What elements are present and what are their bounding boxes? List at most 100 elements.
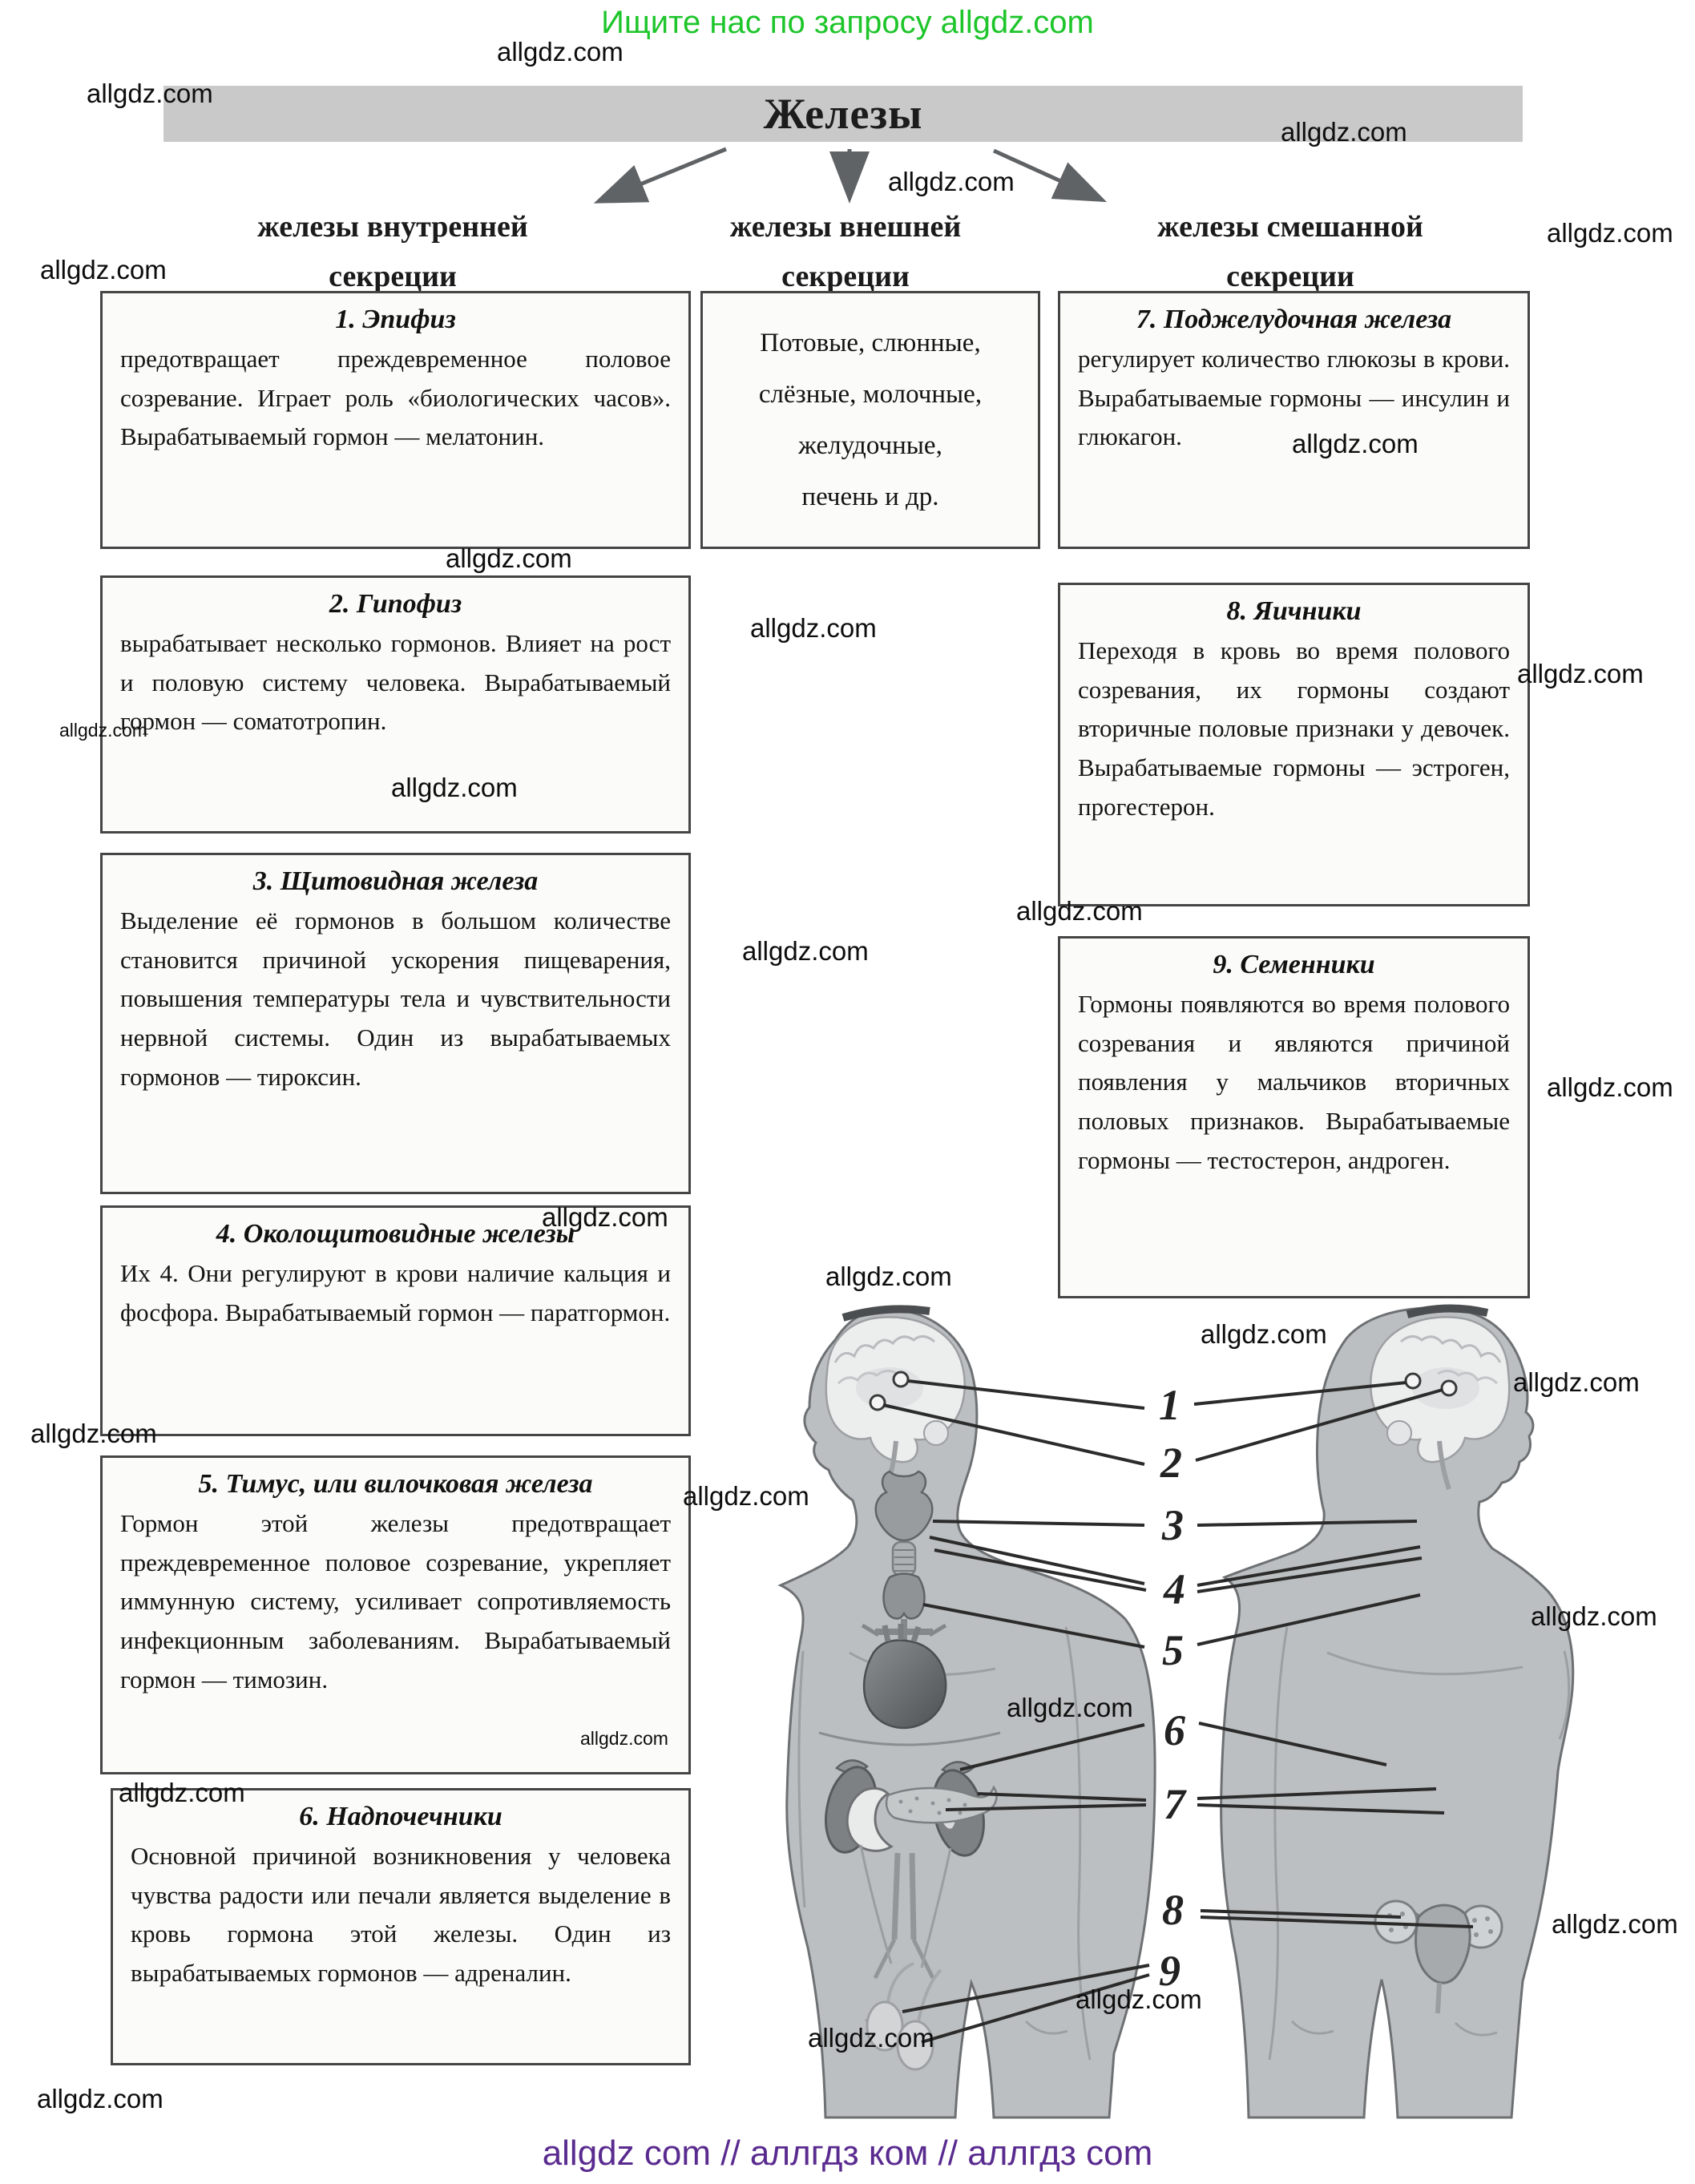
- branch-header-mixed: железы смешанной секреции: [1050, 202, 1531, 301]
- figure-label-8: 8: [1162, 1886, 1184, 1934]
- box-testes-title: 9. Семенники: [1213, 950, 1375, 979]
- abdominal-vessels-illustration: [859, 1844, 952, 1980]
- box-thyroid-text: Выделение её гормонов в большом количест…: [120, 906, 671, 1091]
- male-pineal-dot: [892, 1371, 910, 1388]
- line-6-right: [1198, 1722, 1387, 1766]
- title-banner: Железы: [163, 86, 1523, 142]
- watermark: allgdz.com: [391, 773, 518, 802]
- line-4-left-b: [934, 1548, 1147, 1592]
- figure-label-6: 6: [1164, 1706, 1185, 1754]
- box-adrenals: 6. Надпочечники Основной причиной возник…: [111, 1788, 691, 2065]
- branch-header-line: секреции: [1226, 260, 1354, 293]
- watermark: allgdz.com: [808, 2023, 934, 2053]
- torso-organs: [818, 1470, 1001, 1980]
- watermark: allgdz.com: [888, 167, 1015, 196]
- promo-footer: allgdz com // аллгдз ком // аллгдз com: [542, 2134, 1153, 2173]
- watermark: allgdz.com: [1513, 1367, 1640, 1397]
- figure-label-4: 4: [1164, 1565, 1185, 1613]
- figure-label-1: 1: [1159, 1381, 1180, 1429]
- branch-header-line: секреции: [329, 260, 457, 293]
- branch-header-line: железы внешней: [729, 210, 962, 244]
- line-4-right: [1197, 1545, 1421, 1587]
- female-pineal-dot: [1404, 1372, 1422, 1390]
- line-9-left-b: [921, 1973, 1150, 2044]
- watermark: allgdz.com: [1201, 1319, 1327, 1349]
- watermark: allgdz.com: [580, 1728, 668, 1749]
- thyroid-gland-illustration: [874, 1470, 934, 1542]
- watermark: allgdz.com: [59, 720, 147, 741]
- watermark: allgdz.com: [1016, 896, 1143, 926]
- branch-header-internal: железы внутренней секреции: [120, 202, 665, 301]
- testes-illustration: [866, 1962, 942, 2071]
- male-body-silhouette: [777, 1308, 1156, 2119]
- line-7-left-b: [945, 1803, 1147, 1811]
- page-title: Железы: [763, 90, 923, 138]
- callout-lines: [882, 1379, 1474, 2044]
- watermark: allgdz.com: [1292, 429, 1419, 458]
- box-thyroid: 3. Щитовидная железа Выделение её гормон…: [100, 853, 691, 1194]
- male-pituitary-dot: [869, 1394, 886, 1411]
- promo-header: Ищите нас по запросу allgdz.com: [601, 5, 1094, 40]
- line-7-right: [1197, 1787, 1437, 1800]
- box-adrenals-title: 6. Надпочечники: [299, 1802, 502, 1831]
- female-body-contours: [1268, 1626, 1571, 2061]
- thymus-illustration: [882, 1572, 926, 1620]
- line-5-left: [922, 1603, 1145, 1649]
- watermark: allgdz.com: [87, 79, 213, 108]
- box-epiphysis: 1. Эпифиз предотвращает преждевременное …: [100, 291, 691, 549]
- watermark: allgdz.com: [1547, 1072, 1673, 1102]
- box-ovaries-text: Переходя в кровь во время полового созре…: [1078, 636, 1510, 821]
- watermark: allgdz.com: [1531, 1601, 1657, 1631]
- branch-header-line: секреции: [781, 260, 910, 293]
- watermark: allgdz.com: [37, 2084, 163, 2113]
- figure-label-5: 5: [1162, 1626, 1184, 1674]
- watermark: allgdz.com: [1076, 1984, 1202, 2014]
- box-parathyroid-title: 4. Околощитовидные железы: [216, 1219, 575, 1249]
- watermark: allgdz.com: [1007, 1693, 1133, 1722]
- watermark: allgdz.com: [1281, 117, 1407, 147]
- watermark: allgdz.com: [683, 1481, 809, 1511]
- box-thymus-text: Гормон этой железы предотвращает преждев…: [120, 1509, 671, 1694]
- box-hypophysis: 2. Гипофиз вырабатывает несколько гормон…: [100, 575, 691, 834]
- line-1-left: [907, 1379, 1145, 1410]
- pancreas-illustration: [885, 1785, 998, 1824]
- arrow-right: [992, 148, 1108, 203]
- box-testes: 9. Семенники Гормоны появляются во время…: [1058, 936, 1530, 1298]
- box-thymus-title: 5. Тимус, или вилочковая железа: [198, 1469, 593, 1499]
- figure-label-9: 9: [1159, 1947, 1180, 1995]
- line-5-right: [1197, 1593, 1421, 1646]
- female-pituitary-dot: [1440, 1379, 1458, 1397]
- box-hypophysis-title: 2. Гипофиз: [329, 589, 462, 619]
- watermark: allgdz.com: [542, 1202, 668, 1232]
- line-7-right-b: [1197, 1803, 1445, 1815]
- heart-illustration: [862, 1624, 947, 1730]
- watermark: allgdz.com: [40, 255, 167, 285]
- external-glands-line: желудочные,: [798, 431, 942, 460]
- line-3-right: [1197, 1520, 1418, 1527]
- figure-label-7: 7: [1164, 1780, 1185, 1828]
- line-8-right: [1200, 1909, 1402, 1919]
- line-3-left: [932, 1520, 1145, 1527]
- watermark: allgdz.com: [1552, 1909, 1678, 1939]
- box-ovaries-title: 8. Яичники: [1226, 596, 1362, 626]
- box-thymus: 5. Тимус, или вилочковая железа Гормон э…: [100, 1455, 691, 1774]
- arrow-left: [593, 147, 727, 204]
- male-figure: [777, 1305, 1156, 2119]
- line-2-right: [1195, 1388, 1443, 1462]
- line-4-right-b: [1197, 1556, 1423, 1593]
- box-pancreas: 7. Поджелудочная железа регулирует колич…: [1058, 291, 1530, 549]
- watermark: allgdz.com: [446, 543, 572, 573]
- diaphragm-line: [818, 1731, 1001, 1746]
- watermark: allgdz.com: [742, 936, 869, 966]
- watermark: allgdz.com: [1517, 659, 1644, 688]
- external-glands-line: Потовые, слюнные,: [760, 329, 981, 357]
- branch-header-line: железы смешанной: [1157, 210, 1423, 244]
- box-hypophysis-text: вырабатывает несколько гормонов. Влияет …: [120, 629, 671, 736]
- watermark: allgdz.com: [825, 1262, 952, 1291]
- trachea-illustration: [891, 1540, 917, 1577]
- line-6-left: [959, 1723, 1145, 1771]
- branch-arrows: [593, 147, 1108, 204]
- box-adrenals-text: Основной причиной возникновения у челове…: [131, 1842, 671, 1987]
